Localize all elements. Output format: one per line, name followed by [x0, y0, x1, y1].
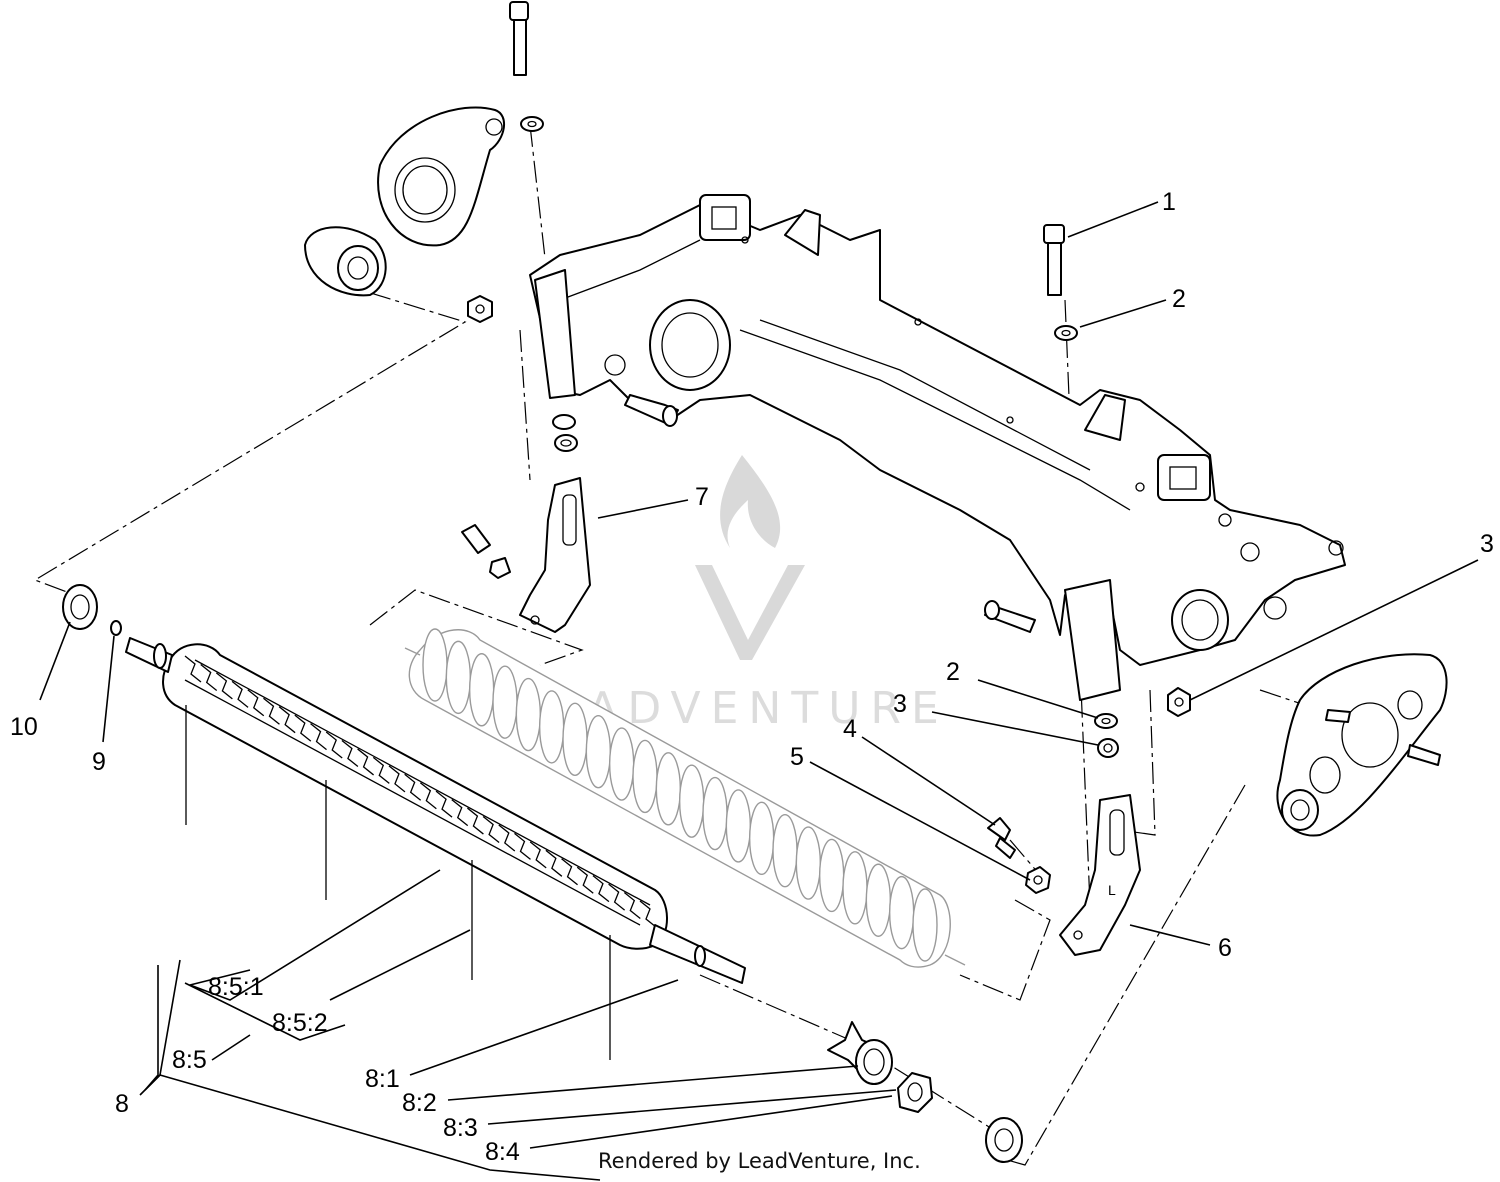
callout-4: 4 — [843, 715, 857, 743]
roller-ring — [655, 752, 682, 826]
bolt-top-left — [509, 1, 544, 132]
left-bearing-housing — [304, 226, 387, 297]
reel-blade — [294, 714, 312, 742]
reel-blade — [200, 663, 218, 691]
roller-ring — [492, 665, 518, 739]
callout-3-upper: 3 — [1480, 530, 1494, 558]
reel-blade — [419, 782, 437, 810]
bolt-7 — [461, 524, 511, 579]
reel-blade — [404, 773, 422, 801]
reel-blade — [357, 748, 374, 776]
callout-5: 5 — [790, 743, 804, 771]
callout-3-lower: 3 — [893, 690, 907, 718]
reel-blade — [231, 680, 249, 708]
callout-8-5: 8:5 — [172, 1046, 207, 1074]
callout-8: 8 — [115, 1090, 129, 1118]
callout-1: 1 — [1162, 188, 1176, 216]
reel-blade — [545, 849, 563, 877]
roller-ring — [702, 776, 728, 851]
reel-blade — [561, 858, 578, 886]
roller-ring — [538, 690, 565, 764]
callout-8-1: 8:1 — [365, 1065, 400, 1093]
washer-stack-left — [552, 414, 578, 452]
reel-blade — [388, 765, 406, 793]
reel-blade — [372, 756, 390, 784]
main-frame — [529, 194, 1346, 701]
bracket-7 — [519, 477, 591, 633]
reel-blade — [184, 655, 202, 683]
reel-assembly — [125, 637, 746, 1060]
roller-ring — [515, 677, 542, 752]
leader-lines — [39, 201, 1479, 1181]
reel-blade — [341, 739, 359, 767]
washer-2-right — [1094, 713, 1118, 729]
part-8-2-bushing — [855, 1039, 893, 1085]
part-9-ring — [110, 620, 122, 636]
reel-blade — [639, 900, 657, 928]
bracket-6: L — [1059, 794, 1141, 956]
reel-blade — [435, 790, 453, 818]
reel-blade — [451, 799, 469, 827]
nut-3-upper — [1167, 687, 1191, 717]
reel-blade — [467, 807, 484, 835]
right-side-plate — [1276, 653, 1448, 837]
callout-6: 6 — [1218, 934, 1232, 962]
reel-blade — [278, 706, 296, 734]
reel-blade — [592, 875, 610, 903]
reel-blade — [310, 723, 327, 751]
callout-8-4: 8:4 — [485, 1138, 520, 1166]
reel-blade — [514, 832, 531, 860]
callout-10: 10 — [10, 713, 38, 741]
reel-blade — [215, 672, 233, 700]
render-credit: Rendered by LeadVenture, Inc. — [598, 1149, 921, 1173]
callout-8-5-2: 8:5:2 — [272, 1009, 328, 1037]
watermark-logo — [695, 455, 805, 660]
roller-ring — [632, 739, 658, 814]
roller-ring — [725, 789, 752, 863]
bolt-1 — [1043, 224, 1078, 341]
reel-blade — [498, 824, 516, 852]
reel-blade — [247, 689, 265, 717]
roller-ring — [912, 888, 938, 962]
roller-ring — [818, 838, 845, 913]
roller-ring — [748, 801, 775, 876]
roller-ring — [562, 702, 588, 776]
roller-ring — [678, 764, 705, 838]
reel-blade — [623, 892, 641, 920]
svg-text:L: L — [1108, 882, 1116, 898]
callout-8-3: 8:3 — [443, 1114, 478, 1142]
roller-ring — [468, 653, 495, 727]
nut-5 — [1025, 866, 1051, 894]
callout-8-2: 8:2 — [402, 1089, 437, 1117]
roller-ring — [842, 851, 868, 925]
callout-7: 7 — [695, 483, 709, 511]
callout-2-lower: 2 — [946, 658, 960, 686]
reel-blade — [482, 816, 500, 844]
roller-ring — [795, 826, 822, 900]
reel-blade — [325, 731, 343, 759]
rear-roller — [404, 628, 966, 968]
roller-ring — [422, 628, 448, 702]
left-side-plate — [377, 106, 505, 247]
reel-blade — [263, 697, 280, 725]
callout-9: 9 — [92, 748, 106, 776]
callout-8-5-1: 8:5:1 — [208, 973, 264, 1001]
nut-3-right — [1097, 738, 1119, 758]
reel-blade — [529, 841, 547, 869]
part-8-4-seal — [985, 1117, 1023, 1163]
roller-ring — [888, 875, 915, 950]
roller-ring — [772, 814, 798, 888]
part-10-seal — [62, 584, 98, 630]
roller-ring — [865, 863, 892, 937]
part-8-3-nut — [897, 1072, 933, 1113]
roller-ring — [585, 714, 612, 789]
reel-blade — [608, 883, 626, 911]
roller-ring — [608, 727, 635, 801]
callout-2-upper: 2 — [1172, 285, 1186, 313]
reel-blade — [576, 866, 594, 894]
roller-ring — [445, 640, 472, 715]
nut-left-frame — [467, 295, 493, 323]
